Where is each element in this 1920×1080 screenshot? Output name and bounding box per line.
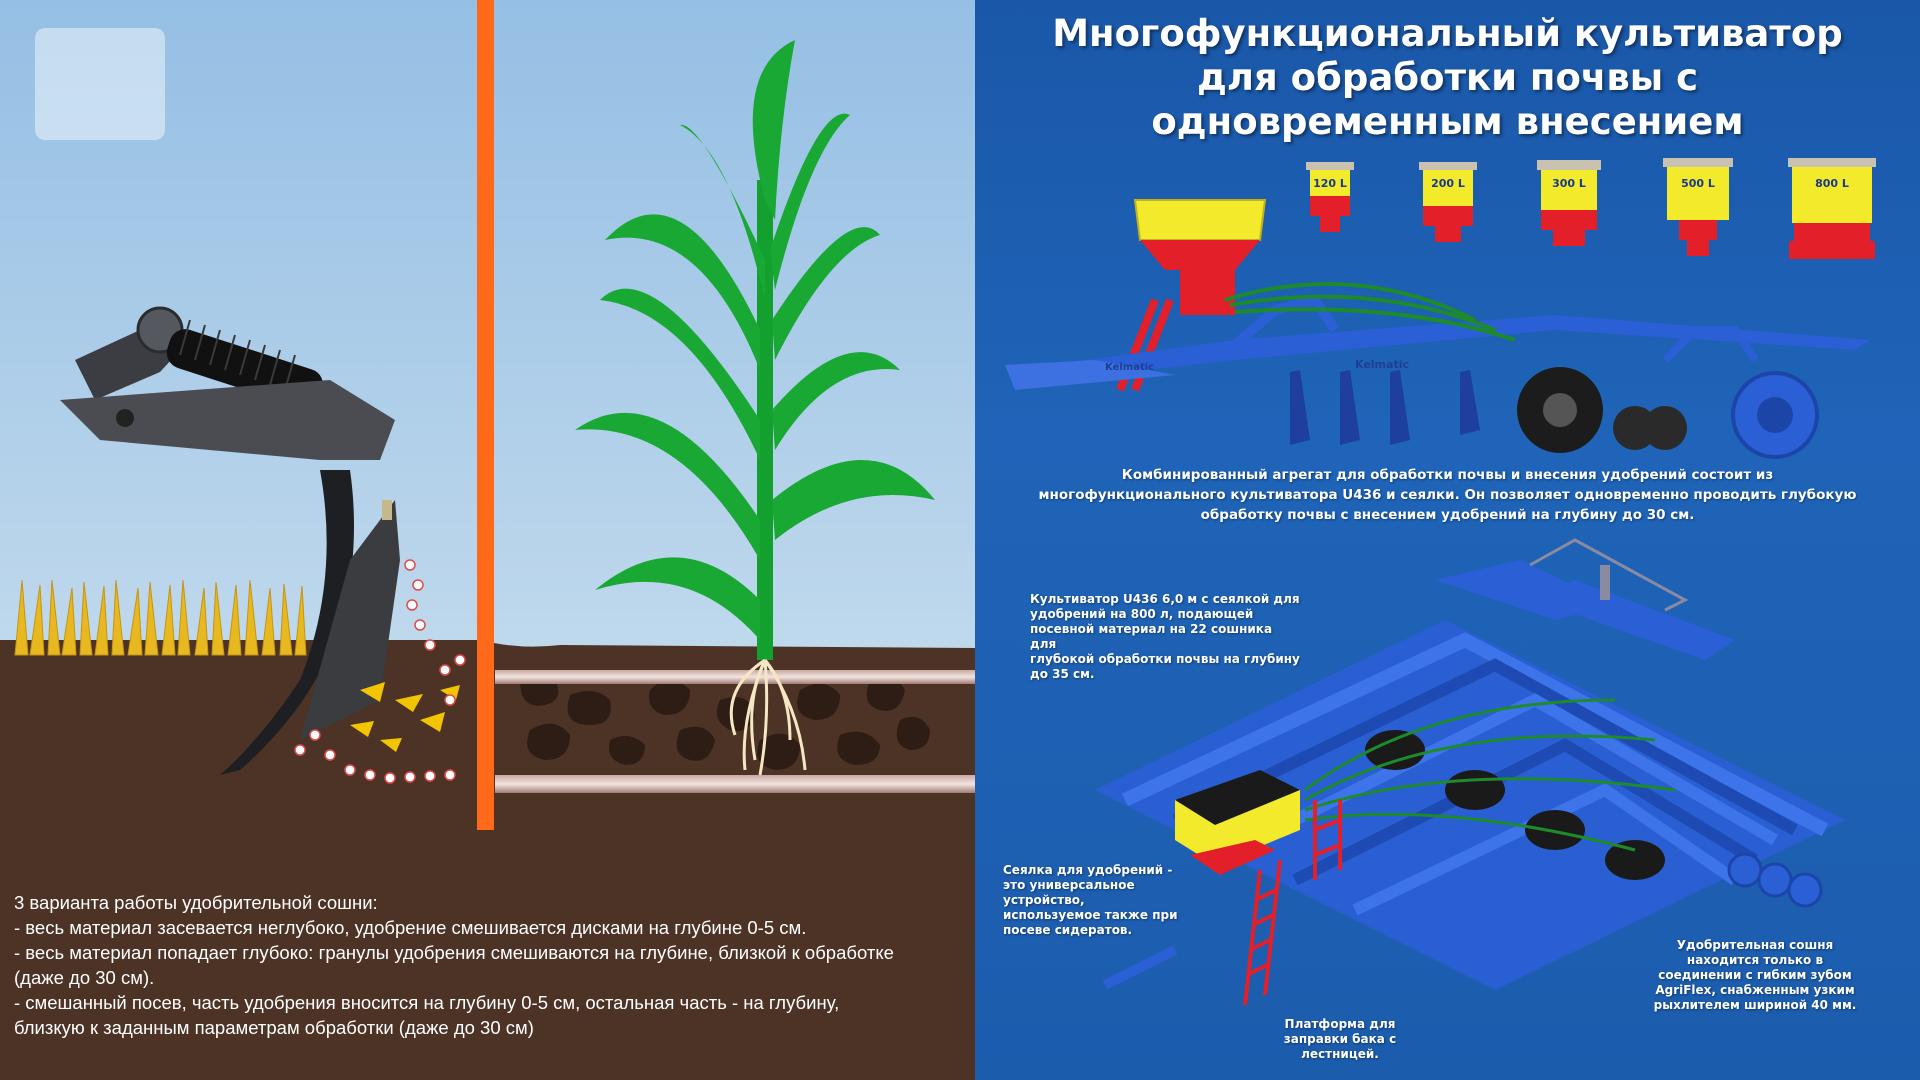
hopper-200: 200 L <box>1419 162 1477 242</box>
machine-illustrations: 120 L 200 L 300 L 500 L 800 L <box>1005 158 1876 1006</box>
hopper-120: 120 L <box>1306 162 1354 232</box>
variants-line: (даже до 30 см). <box>14 967 155 988</box>
hopper-label: 200 L <box>1431 177 1465 190</box>
description-line: обработку почвы с внесением удобрений на… <box>1200 507 1695 523</box>
depth-line-lower <box>495 775 975 793</box>
soil-diagram-panel: 3 варианта работы удобрительной сошни: -… <box>0 0 975 1080</box>
hopper-500: 500 L <box>1663 158 1733 256</box>
callout-line: Сеялка для удобрений - <box>1003 863 1173 877</box>
callout-line: удобрений на 800 л, подающей <box>1030 607 1254 621</box>
variants-line: 3 варианта работы удобрительной сошни: <box>14 892 378 913</box>
callout-line: устройство, <box>1003 893 1085 907</box>
callout-line: используемое также при <box>1003 908 1178 922</box>
product-info-panel: 120 L 200 L 300 L 500 L 800 L <box>975 0 1920 1080</box>
corn-plant <box>575 40 935 776</box>
callout-line: посевной материал на 22 сошника для <box>1030 622 1273 651</box>
hopper-800: 800 L <box>1788 158 1876 259</box>
hopper-label: 500 L <box>1681 177 1715 190</box>
callout-line: находится только в <box>1686 953 1824 967</box>
main-title: Многофункциональный культиватор для обра… <box>975 12 1920 144</box>
callout-line: соединении с гибким зубом <box>1658 968 1852 982</box>
description-line: многофункционального культиватора U436 и… <box>1038 487 1857 503</box>
hopper-300: 300 L <box>1537 160 1601 246</box>
platform-callout: Платформа для заправки бака с лестницей. <box>1260 1017 1420 1062</box>
brand-logo-watermark <box>35 28 165 140</box>
callout-line: Культиватор U436 6,0 м с сеялкой для <box>1030 592 1300 606</box>
fertilizer-granules <box>350 682 460 752</box>
callout-line: Удобрительная сошня <box>1676 938 1834 952</box>
callout-line: глубокой обработки почвы на глубину <box>1030 652 1300 666</box>
orange-divider <box>477 0 494 830</box>
tine-operation-variants: 3 варианта работы удобрительной сошни: -… <box>14 890 964 1040</box>
callout-line: лестницей. <box>1301 1047 1379 1061</box>
seeder-callout: Сеялка для удобрений - это универсальное… <box>1003 863 1183 938</box>
stubble-grass <box>14 579 307 656</box>
hopper-label: 800 L <box>1815 177 1849 190</box>
callout-line: это универсальное <box>1003 878 1135 892</box>
platform-ladder <box>1243 800 1342 1006</box>
machine-description: Комбинированный агрегат для обработки по… <box>1025 465 1870 525</box>
soil-illustration <box>0 0 975 1080</box>
cultivator-isometric-view <box>1095 538 1845 1006</box>
seed-dots <box>294 559 466 784</box>
depth-line-upper <box>495 670 975 684</box>
hopper-lineup: 120 L 200 L 300 L 500 L 800 L <box>1306 158 1876 259</box>
cultivator-tine <box>60 306 400 775</box>
title-line: для обработки почвы с <box>1196 56 1699 99</box>
description-line: Комбинированный агрегат для обработки по… <box>1121 467 1774 483</box>
variants-line: - весь материал попадает глубоко: гранул… <box>14 942 894 963</box>
hopper-label: 120 L <box>1313 177 1347 190</box>
callout-line: Платформа для <box>1284 1017 1396 1031</box>
coulter-callout: Удобрительная сошня находится только в с… <box>1645 938 1865 1013</box>
callout-line: AgriFlex, снабженным узким <box>1655 983 1855 997</box>
callout-line: до 35 см. <box>1030 667 1095 681</box>
title-line: Многофункциональный культиватор <box>1052 12 1843 55</box>
callout-line: посеве сидератов. <box>1003 923 1133 937</box>
cultivator-callout: Культиватор U436 6,0 м с сеялкой для удо… <box>1030 592 1300 682</box>
variants-line: - смешанный посев, часть удобрения вноси… <box>14 992 840 1013</box>
variants-line: близкую к заданным параметрам обработки … <box>14 1017 534 1038</box>
cultivator-side-view <box>1005 199 1870 459</box>
callout-line: рыхлителем шириной 40 мм. <box>1653 998 1857 1012</box>
callout-line: заправки бака с <box>1283 1032 1397 1046</box>
title-line: одновременным внесением <box>1151 100 1744 143</box>
hopper-label: 300 L <box>1552 177 1586 190</box>
variants-line: - весь материал засевается неглубоко, уд… <box>14 917 807 938</box>
